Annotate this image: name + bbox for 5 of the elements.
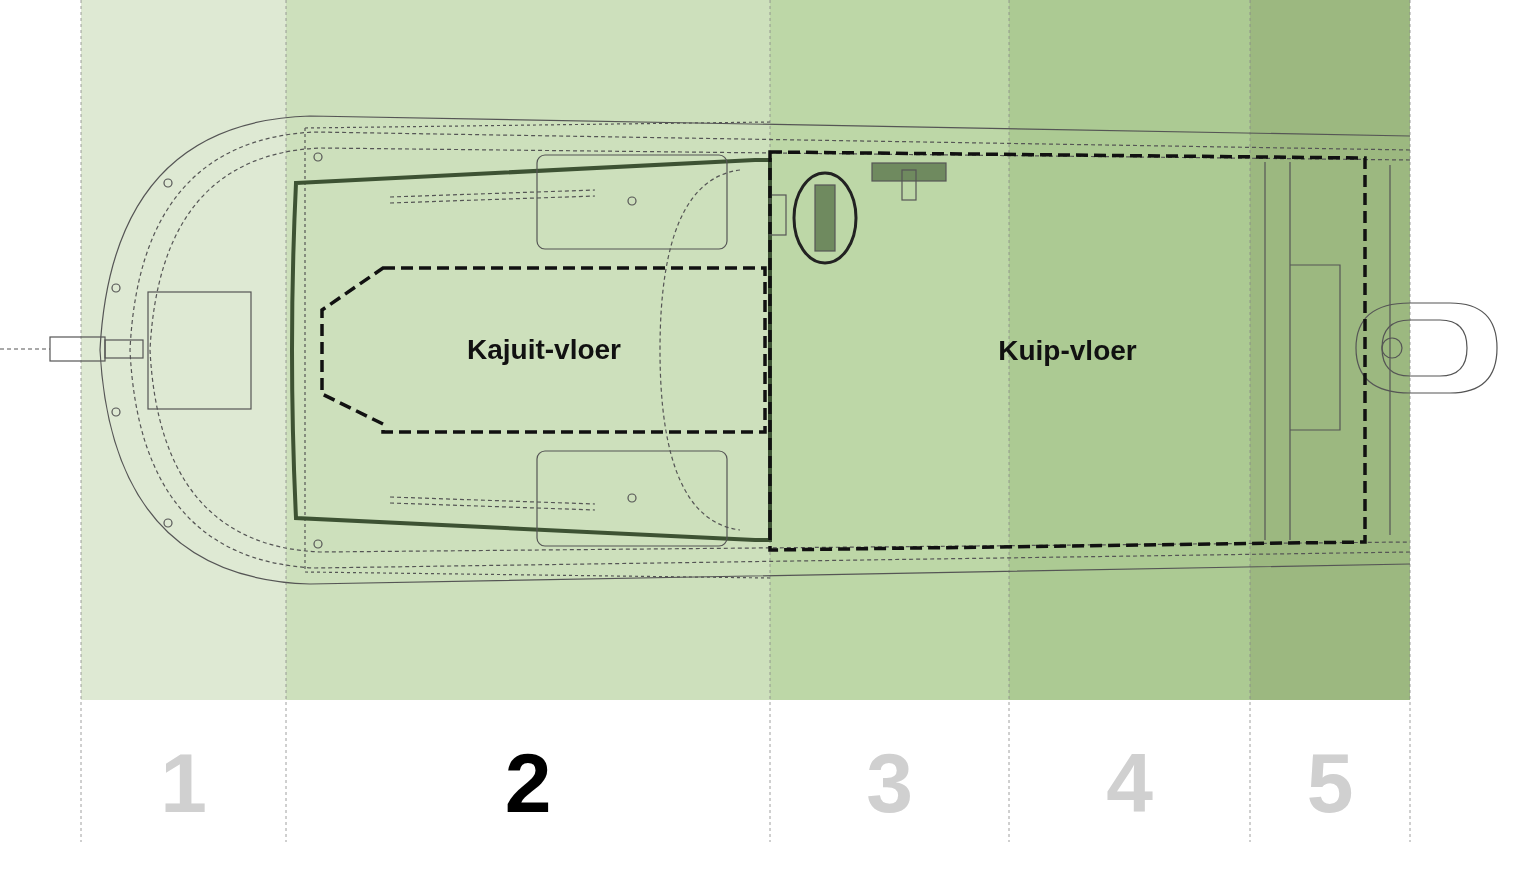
area-label: Kajuit-vloer bbox=[466, 334, 622, 366]
zone-number: 2 bbox=[503, 735, 553, 832]
area-label: Kuip-vloer bbox=[997, 335, 1138, 367]
floor-area-outline bbox=[768, 150, 1367, 552]
floor-area-outline bbox=[320, 266, 768, 434]
